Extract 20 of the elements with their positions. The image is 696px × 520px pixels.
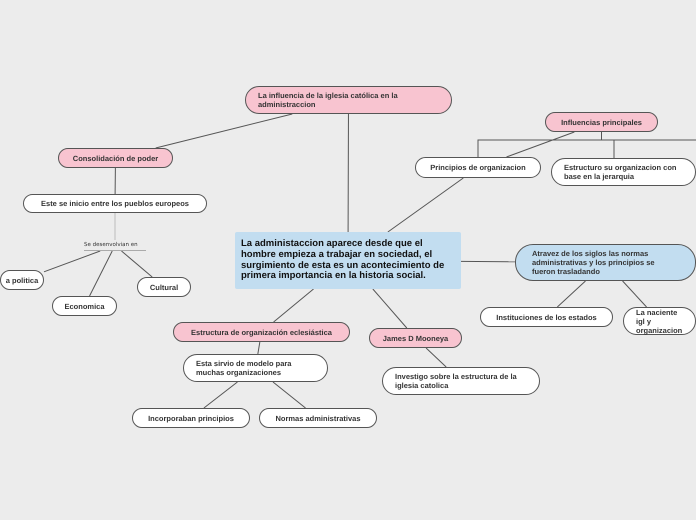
connector-line — [387, 178, 464, 232]
connector-line — [372, 288, 408, 328]
connector-line — [121, 250, 153, 278]
connector-line — [601, 132, 696, 140]
connector-line — [114, 168, 116, 194]
central-topic-box: La administaccion aparece desde que el hombre empieza a trabajar en sociedad, el surgimiento de esta es un acontecimiento de primera importancia en la historia social. — [235, 232, 461, 289]
connector-line — [114, 212, 116, 240]
connector-line — [273, 288, 314, 322]
connector-line — [460, 260, 516, 262]
connector-line — [622, 280, 648, 308]
connector-line — [257, 342, 260, 354]
connector-line — [426, 348, 447, 368]
connector-line — [89, 250, 113, 296]
connector-line — [556, 280, 586, 308]
connector-line — [44, 250, 101, 272]
connector-line — [506, 132, 575, 158]
connector-line — [203, 382, 238, 408]
connector-line — [155, 114, 293, 148]
connector-line — [348, 114, 349, 232]
connector-line — [272, 382, 306, 408]
